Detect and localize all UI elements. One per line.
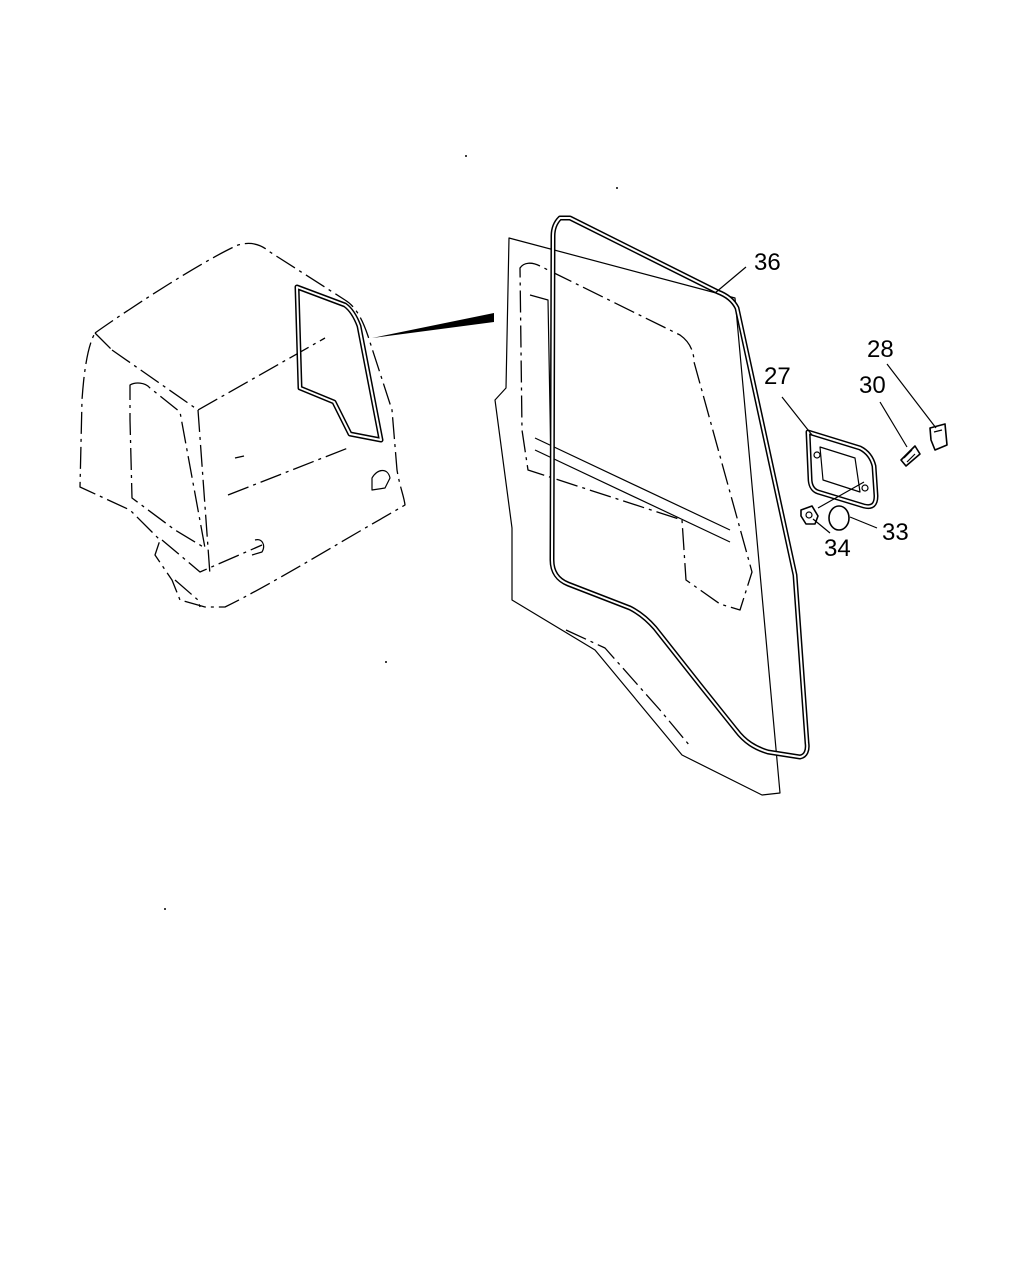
callout-33: 33 (882, 519, 909, 546)
door-handle-bezel (805, 429, 879, 510)
screw-part-30 (900, 445, 921, 467)
callout-30: 30 (859, 372, 886, 399)
clip-part-28 (929, 423, 948, 451)
callout-28: 28 (867, 336, 894, 363)
detail-pointer (372, 313, 494, 338)
cab-illustration (79, 242, 406, 608)
cap-part-33 (828, 505, 850, 531)
door-weather-seal (549, 215, 810, 760)
callout-27: 27 (764, 363, 791, 390)
door-panel (494, 237, 781, 796)
callout-34: 34 (824, 535, 851, 562)
leader-lines (714, 266, 937, 534)
grommet-part-34 (800, 505, 819, 525)
callout-36: 36 (754, 249, 781, 276)
